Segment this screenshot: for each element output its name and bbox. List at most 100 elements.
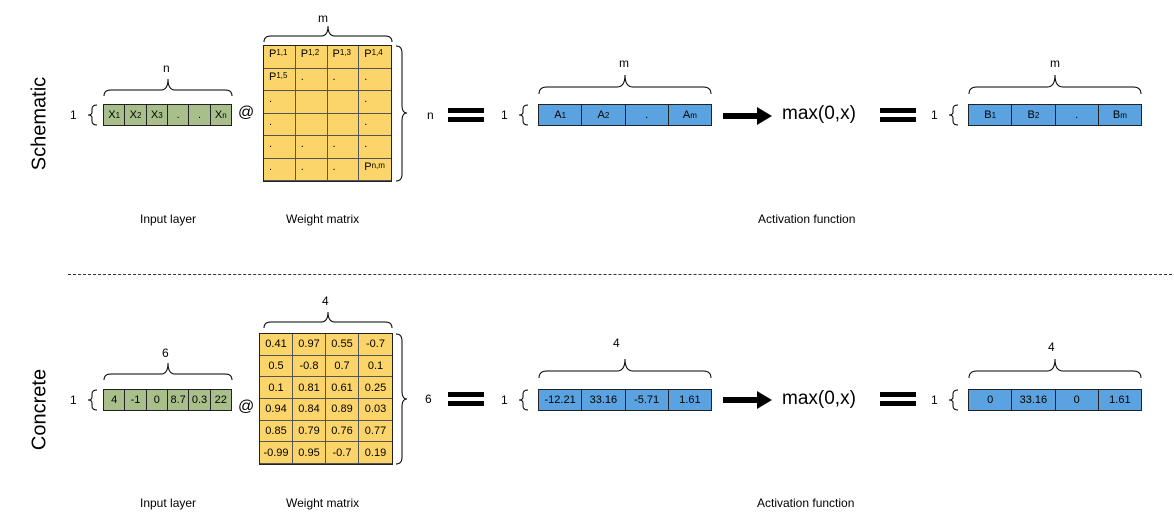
output-cell-value: B bbox=[1112, 109, 1121, 121]
input-layer-caption: Input layer bbox=[140, 212, 197, 226]
activation-function: max(0,x) bbox=[782, 103, 856, 124]
section-divider bbox=[68, 274, 1172, 275]
weight-cell-value: . bbox=[269, 138, 273, 150]
weight-cell: . bbox=[264, 113, 296, 136]
input-cols-label: 6 bbox=[162, 346, 169, 360]
input-cell-value: . bbox=[176, 109, 180, 121]
input-cell-subscript: 2 bbox=[136, 110, 142, 120]
input-cell: 8.7 bbox=[167, 390, 190, 410]
weight-cell-value: 0.95 bbox=[298, 446, 320, 459]
weight-cell-value: 0.94 bbox=[265, 403, 287, 416]
input-cell: 4 bbox=[104, 390, 126, 410]
weight-cell: 0.89 bbox=[326, 398, 359, 421]
weight-cell-value: 0.1 bbox=[268, 381, 284, 394]
weights-col-brace bbox=[263, 25, 393, 43]
weight-cell: 0.03 bbox=[359, 399, 392, 421]
product-cell-value: A bbox=[554, 109, 562, 121]
weight-cell-value: P bbox=[364, 160, 372, 173]
weight-cell: -0.7 bbox=[359, 334, 392, 356]
weight-cell-value: 0.97 bbox=[298, 338, 320, 351]
weights-col-brace bbox=[263, 311, 393, 329]
weight-cell-value: -0.8 bbox=[299, 359, 319, 372]
input-cell: . bbox=[167, 105, 190, 125]
arrow-icon bbox=[723, 107, 772, 125]
product-cell-value: 33.16 bbox=[589, 394, 618, 406]
weight-cell: 0.41 bbox=[260, 334, 293, 356]
output-cell-value: 0 bbox=[1073, 394, 1080, 406]
weight-cell-value: . bbox=[332, 138, 336, 150]
weight-cell-value: . bbox=[332, 160, 336, 173]
weight-cell: 0.76 bbox=[326, 420, 359, 443]
input-cell-subscript: n bbox=[222, 110, 227, 120]
weight-cell bbox=[327, 91, 360, 114]
product-cell: -5.71 bbox=[625, 390, 669, 410]
output-cell-subscript: 1 bbox=[991, 110, 997, 120]
weight-cell-value: . bbox=[269, 160, 273, 173]
input-cell: -1 bbox=[125, 390, 147, 410]
weight-cell: 0.97 bbox=[293, 334, 326, 356]
weight-cell-value: . bbox=[364, 70, 368, 83]
input-cell-value: -1 bbox=[130, 394, 141, 406]
weight-cell-value: -0.7 bbox=[332, 446, 352, 459]
weight-cell: 0.55 bbox=[326, 334, 359, 356]
weight-cell-value: 0.7 bbox=[334, 359, 350, 372]
input-cell-value: 8.7 bbox=[170, 394, 186, 406]
input-cell-value: X bbox=[214, 109, 223, 121]
input-cell-value: 22 bbox=[214, 394, 227, 406]
input-col-brace bbox=[103, 362, 233, 381]
input-cell-value: . bbox=[197, 109, 201, 121]
output-cell: 33.16 bbox=[1012, 390, 1056, 410]
weight-cell: . bbox=[359, 136, 391, 159]
weight-cell-value: 0.77 bbox=[364, 424, 387, 437]
product-row-brace bbox=[518, 389, 529, 411]
weight-cell-value: P bbox=[269, 48, 277, 60]
weight-cell-value: P bbox=[300, 48, 309, 60]
product-cell-value: -12.21 bbox=[544, 394, 576, 406]
weight-cell: . bbox=[264, 91, 296, 114]
weight-cell-subscript: 1,4 bbox=[371, 48, 383, 57]
output-cell-value: B bbox=[1027, 109, 1035, 121]
weight-cell bbox=[295, 91, 328, 114]
weight-cell-value: . bbox=[300, 160, 304, 173]
weight-cell: . bbox=[295, 158, 328, 181]
weight-cell-value: 0.5 bbox=[268, 359, 284, 372]
output-row-brace bbox=[948, 104, 959, 126]
product-cell-value: A bbox=[597, 109, 605, 121]
output-col-brace bbox=[968, 74, 1142, 95]
weight-cell: 0.5 bbox=[260, 355, 293, 378]
weight-cell: . bbox=[295, 68, 328, 91]
weights-row-brace bbox=[395, 333, 408, 465]
weight-cell: . bbox=[327, 158, 360, 181]
weight-cell-value: 0.55 bbox=[331, 338, 353, 351]
input-cell-value: 0 bbox=[153, 394, 160, 406]
output-rows-label: 1 bbox=[931, 108, 938, 122]
output-cell: . bbox=[1055, 105, 1099, 125]
weight-cell-subscript: 1,2 bbox=[308, 48, 320, 57]
weight-cell: . bbox=[295, 136, 328, 159]
weight-cell: 0.77 bbox=[359, 421, 392, 443]
input-cell: 0 bbox=[146, 390, 168, 410]
output-rows-label: 1 bbox=[931, 393, 938, 407]
input-row-brace bbox=[87, 104, 98, 126]
weight-cell: 0.84 bbox=[293, 398, 326, 421]
weight-cell: 0.25 bbox=[359, 377, 392, 399]
weight-cell: . bbox=[359, 69, 391, 91]
weights-rows-label: n bbox=[427, 108, 434, 122]
weight-cell-subscript: 1,5 bbox=[276, 70, 288, 80]
output-cell: 0 bbox=[969, 390, 1013, 410]
weight-cell: 0.61 bbox=[326, 377, 359, 399]
weight-cell: . bbox=[327, 68, 360, 91]
output-cell-value: 33.16 bbox=[1019, 394, 1048, 406]
